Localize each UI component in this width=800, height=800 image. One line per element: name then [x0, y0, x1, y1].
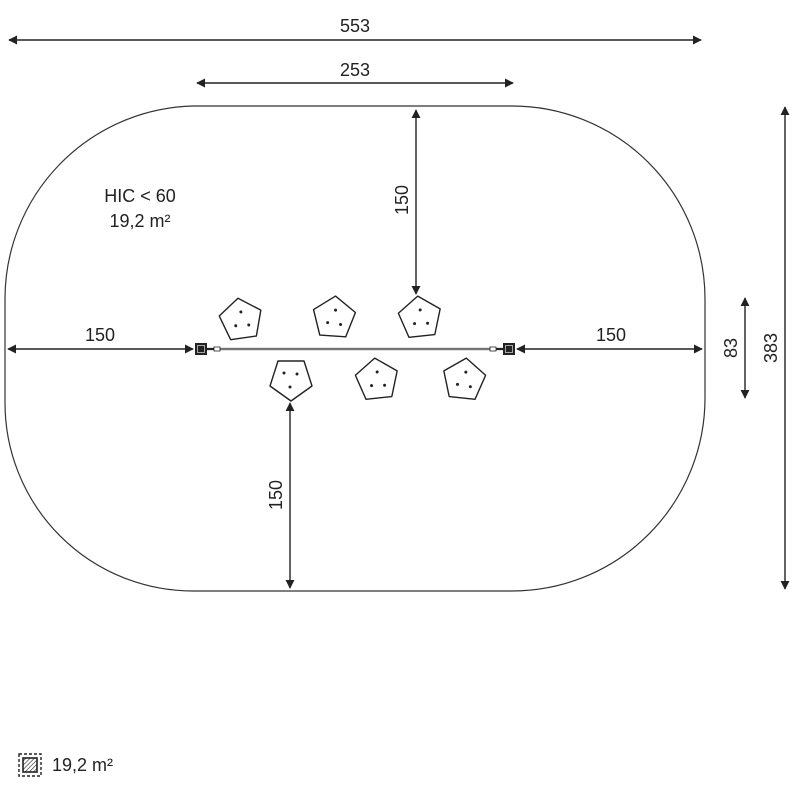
equipment-depth-dimension: 83 — [721, 297, 750, 399]
stepping-stone-icon — [354, 357, 398, 400]
stepping-stone-icon — [269, 360, 313, 402]
legend: 19,2 m² — [18, 753, 113, 777]
left-clearance-label: 150 — [85, 325, 115, 345]
bottom-clearance-label: 150 — [266, 480, 286, 510]
equipment-depth-label: 83 — [721, 338, 741, 358]
hic-label: HIC < 60 — [104, 186, 176, 206]
inner-width-dimension: 253 — [196, 60, 514, 88]
hatched-square-icon — [18, 753, 42, 777]
stepping-stone-icon — [397, 295, 441, 338]
stepping-stone-icon — [312, 295, 357, 338]
overall-depth-label: 383 — [761, 333, 781, 363]
stepping-stone-icon — [218, 297, 262, 341]
left-clearance-dimension: 150 — [7, 325, 194, 354]
inner-width-label: 253 — [340, 60, 370, 80]
overall-width-label: 553 — [340, 16, 370, 36]
right-post-icon — [503, 343, 515, 355]
overall-depth-dimension: 383 — [761, 106, 790, 590]
stepping-stone-icon — [443, 357, 487, 400]
safety-area-outline — [4, 105, 706, 592]
rope-beam — [207, 346, 503, 352]
legend-area-label: 19,2 m² — [52, 754, 114, 775]
area-label: 19,2 m² — [109, 211, 170, 231]
top-clearance-dimension: 150 — [392, 109, 421, 295]
top-clearance-label: 150 — [392, 185, 412, 215]
right-clearance-label: 150 — [596, 325, 626, 345]
overall-width-dimension: 553 — [8, 16, 702, 45]
right-clearance-dimension: 150 — [516, 325, 703, 354]
left-post-icon — [195, 343, 207, 355]
bottom-clearance-dimension: 150 — [266, 402, 295, 589]
